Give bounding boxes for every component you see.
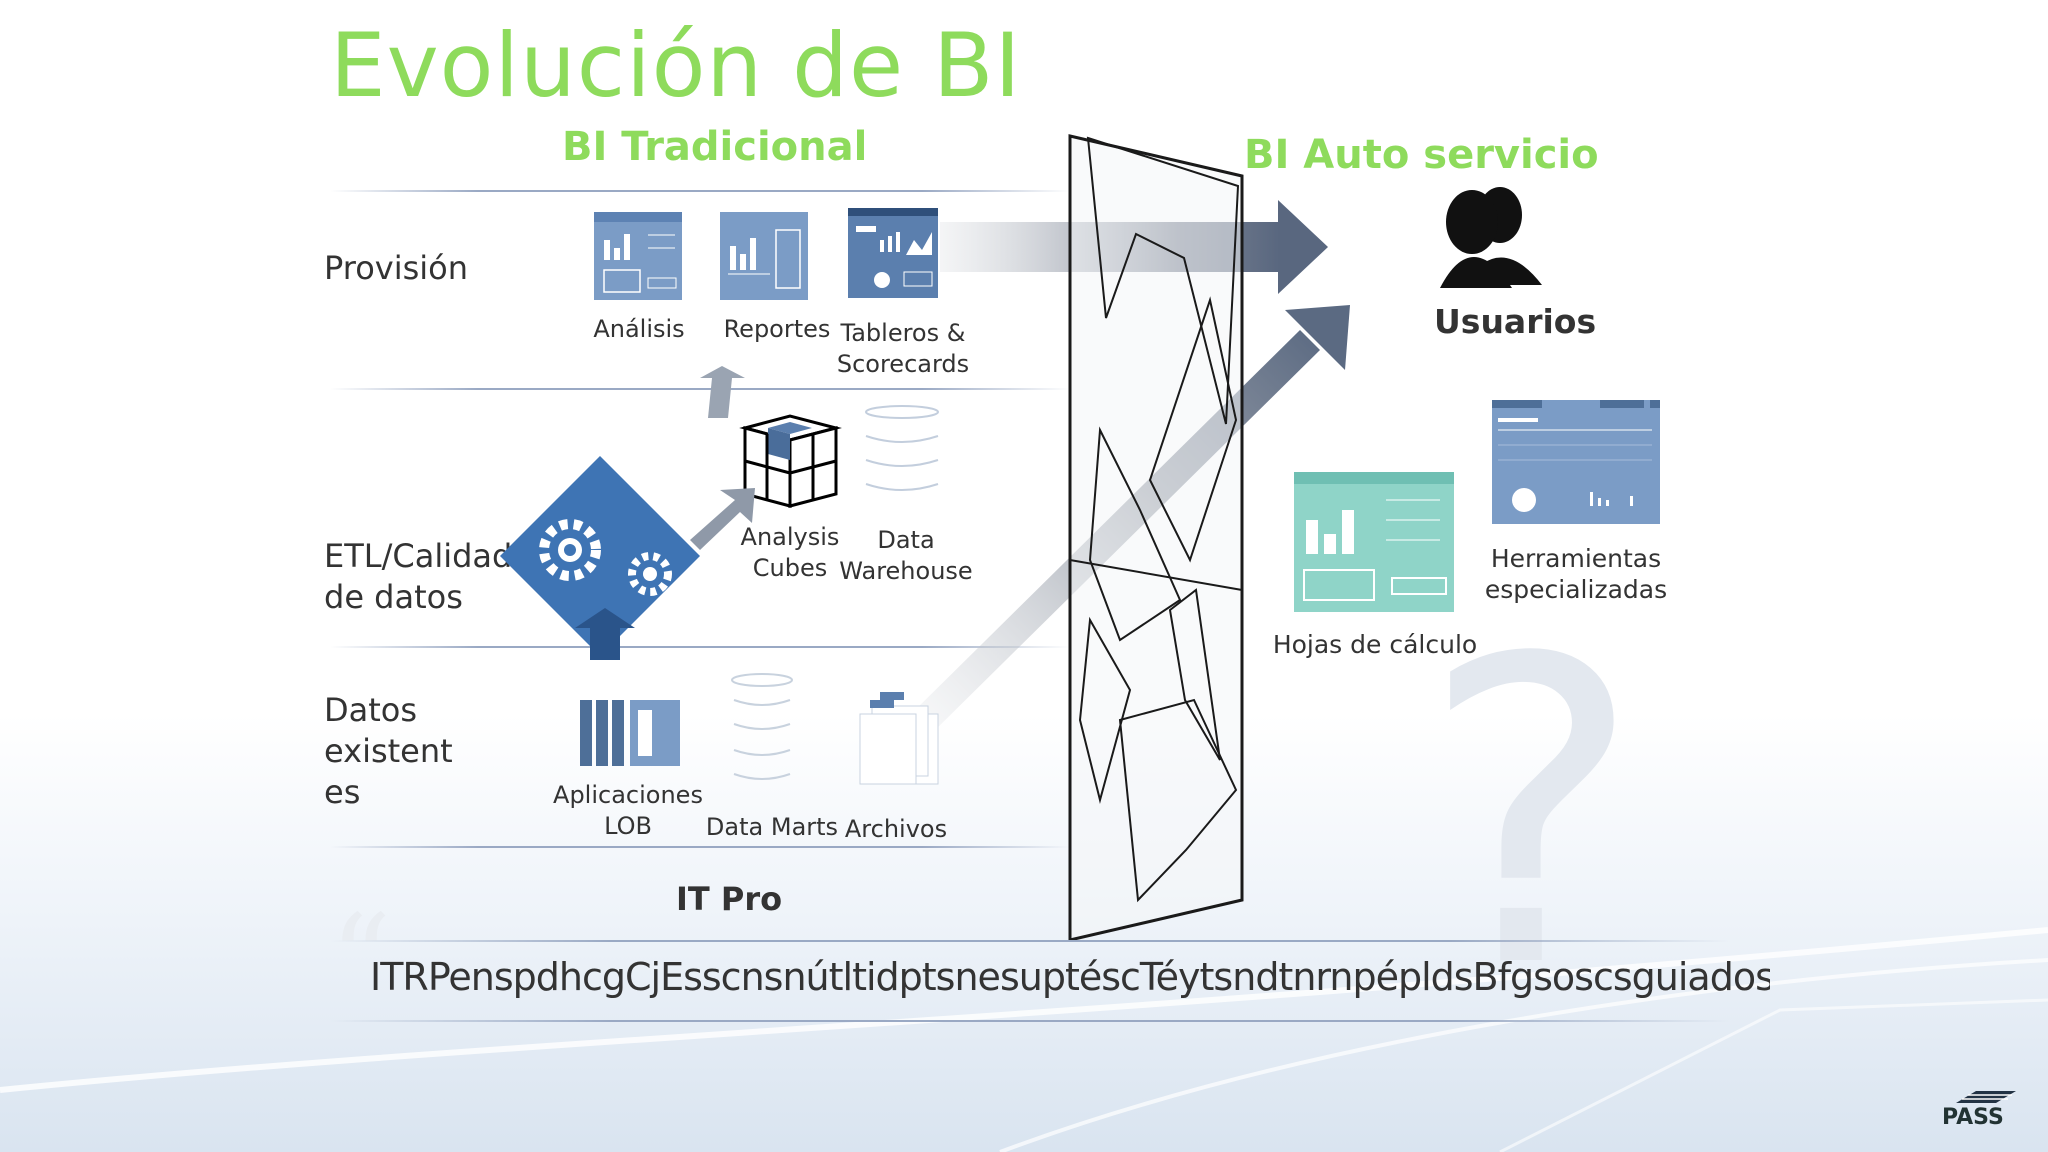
row-label-provision: Provisión xyxy=(324,249,469,287)
specialized-tools-icon xyxy=(1492,400,1660,524)
data-warehouse-icon xyxy=(865,405,939,491)
slide-title: Evolución de BI xyxy=(330,14,1022,117)
reports-label: Reportes xyxy=(723,315,831,343)
it-pro-label: IT Pro xyxy=(676,880,783,918)
spreadsheet-icon xyxy=(1294,472,1454,612)
lob-applications-icon xyxy=(580,700,680,766)
svg-text:“: “ xyxy=(330,890,391,1029)
files-label: Archivos xyxy=(844,815,948,843)
divider xyxy=(330,940,1730,942)
analysis-label: Análisis xyxy=(593,315,685,343)
users-icon xyxy=(1440,187,1542,288)
users-label: Usuarios xyxy=(1434,302,1597,341)
pass-logo: PASS xyxy=(1942,1089,2016,1130)
reports-icon xyxy=(720,212,808,300)
question-mark-watermark: ? xyxy=(1420,571,1643,1060)
analysis-icon xyxy=(594,212,682,300)
divider xyxy=(330,190,1070,192)
dashboards-label: Tableros &Scorecards xyxy=(836,319,970,378)
files-icon xyxy=(859,692,939,785)
header-traditional: BI Tradicional xyxy=(562,124,868,170)
cube-to-provision-arrow xyxy=(700,366,745,418)
divider xyxy=(330,646,1070,648)
data-marts-label: Data Marts xyxy=(705,813,839,841)
glass-wall xyxy=(1068,134,1244,942)
analysis-cube-icon xyxy=(739,414,842,508)
spreadsheets-label: Hojas de cálculo xyxy=(1272,630,1478,659)
divider xyxy=(330,1020,1730,1022)
pass-logo-text: PASS xyxy=(1942,1105,2004,1130)
pass-logo-mark xyxy=(1956,1091,2016,1103)
dashboards-icon xyxy=(848,208,938,298)
etl-gears-icon xyxy=(500,456,700,660)
etl-to-cube-arrow xyxy=(690,488,755,550)
header-self-service: BI Auto servicio xyxy=(1244,132,1599,178)
divider xyxy=(330,388,1070,390)
data-marts-icon xyxy=(731,673,793,780)
divider xyxy=(330,846,1070,848)
overlapping-caption-text: ITRPenspdhcgCjEsscnsnútltidptsnesuptéscT… xyxy=(370,955,1770,999)
